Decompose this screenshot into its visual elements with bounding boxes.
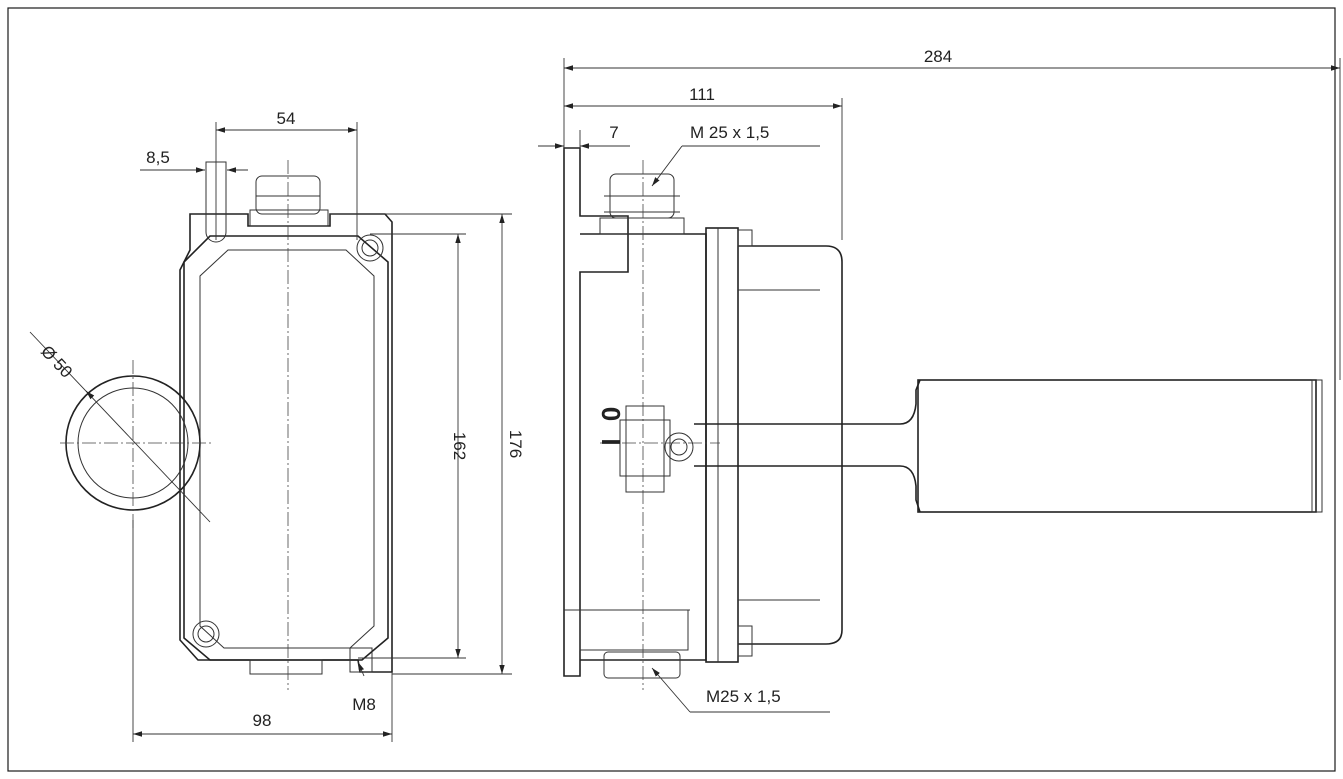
front-dimensions: 54 8,5 Ø 50 98 162 176 M8 bbox=[29, 109, 525, 742]
label-thread-top: M 25 x 1,5 bbox=[690, 123, 769, 142]
screw-bottom-left bbox=[192, 620, 220, 648]
label-m8: M8 bbox=[352, 695, 376, 714]
lever-hub bbox=[625, 405, 665, 493]
label-thread-bottom: M25 x 1,5 bbox=[706, 687, 781, 706]
dim-98: 98 bbox=[253, 711, 272, 730]
dim-176: 176 bbox=[506, 430, 525, 458]
side-view: 0 I bbox=[563, 147, 1323, 690]
side-flange bbox=[705, 227, 739, 663]
front-view bbox=[60, 160, 393, 690]
lever-arm bbox=[694, 379, 921, 513]
dim-d50: Ø 50 bbox=[37, 342, 76, 382]
front-housing-outline bbox=[179, 213, 393, 673]
side-cover bbox=[738, 245, 843, 645]
dim-111: 111 bbox=[689, 85, 715, 104]
switch-position-on: I bbox=[596, 438, 626, 445]
lever-pivot bbox=[664, 432, 694, 462]
lever-grip bbox=[917, 379, 1317, 513]
front-cover-outline bbox=[183, 235, 389, 661]
dim-7: 7 bbox=[609, 123, 618, 142]
switch-position-off: 0 bbox=[596, 407, 626, 421]
screw-bottom-left-inner bbox=[197, 625, 215, 643]
dim-284: 284 bbox=[924, 47, 952, 66]
mount-slot-top bbox=[205, 161, 227, 243]
front-gland-bottom bbox=[249, 659, 323, 675]
dim-54: 54 bbox=[277, 109, 296, 128]
front-cover-inner bbox=[199, 249, 375, 649]
side-mount-plate bbox=[563, 147, 629, 677]
side-gland-bottom bbox=[603, 651, 681, 679]
dim-162: 162 bbox=[450, 432, 469, 460]
dim-8-5: 8,5 bbox=[146, 148, 170, 167]
side-dimensions: 284 111 7 M 25 x 1,5 M25 x 1,5 bbox=[538, 47, 1341, 713]
screw-top-right bbox=[356, 234, 384, 262]
mount-slot-bottom bbox=[349, 647, 373, 673]
screw-top-right-inner bbox=[361, 239, 379, 257]
drawing-frame bbox=[7, 7, 1336, 772]
